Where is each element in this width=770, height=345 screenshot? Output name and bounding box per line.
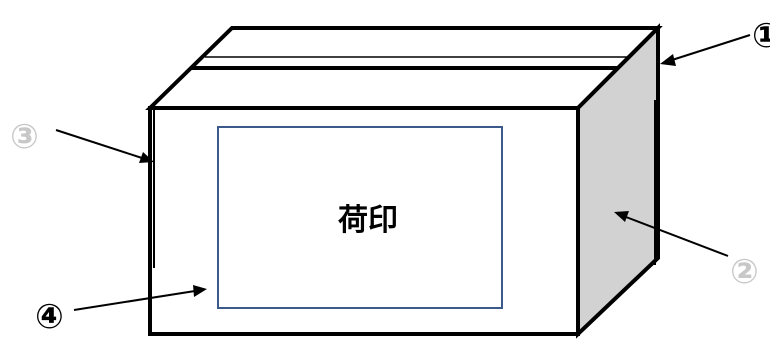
arrowhead-1	[660, 54, 676, 66]
shipping-mark-text: 荷印	[338, 203, 398, 238]
callout-2-label: ②	[730, 252, 759, 292]
arrowhead-4	[193, 285, 207, 297]
arrowhead-2	[614, 211, 629, 222]
callout-4-label: ④	[35, 297, 64, 337]
callout-3: ③	[10, 117, 154, 163]
callout-1-label: ①	[752, 16, 770, 56]
callout-1: ①	[660, 16, 770, 66]
box-top-tape	[191, 56, 630, 70]
shipping-mark-label	[217, 126, 503, 309]
callout-2: ②	[614, 211, 759, 292]
callout-3-label: ③	[10, 117, 39, 157]
callout-4: ④	[35, 285, 207, 337]
arrowhead-3	[139, 152, 154, 163]
